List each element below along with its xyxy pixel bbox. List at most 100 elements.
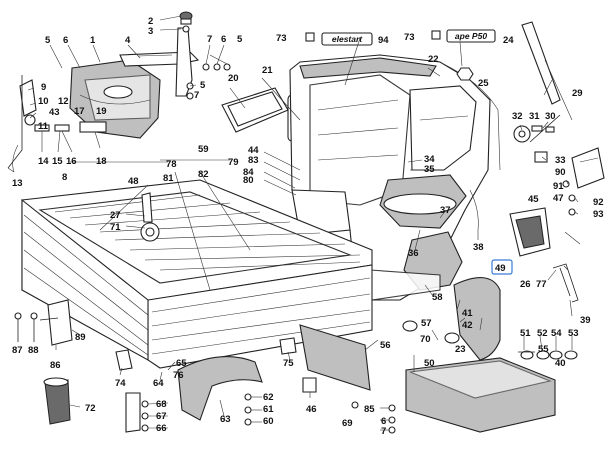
label-61: 61 [263, 404, 274, 415]
label-24: 24 [503, 35, 514, 46]
label-50: 50 [424, 358, 435, 369]
label-44: 44 [248, 145, 259, 156]
nut-25 [456, 67, 474, 81]
label-51: 51 [520, 328, 531, 339]
label-91: 91 [553, 181, 564, 192]
label-27: 27 [110, 210, 121, 221]
wiper-blade [521, 21, 573, 121]
cargo-bed [21, 179, 373, 369]
label-20: 20 [228, 73, 239, 84]
seat-cushion [405, 357, 556, 433]
label-4: 4 [125, 35, 131, 46]
label-74: 74 [115, 378, 126, 389]
label-77: 77 [536, 279, 547, 290]
label-18: 18 [96, 156, 107, 167]
badge-clips [305, 30, 441, 42]
tank-fasteners [186, 63, 231, 100]
elestart-badge-text: elestart [332, 34, 363, 44]
label-5a: 5 [45, 35, 51, 46]
ape-p50-badge-text: ape P50 [455, 31, 487, 41]
label-7b: 7 [194, 90, 199, 101]
label-37: 37 [440, 205, 451, 216]
label-90: 90 [555, 167, 566, 178]
label-32: 32 [512, 111, 523, 122]
mudguard-rear [177, 356, 263, 421]
mounting-bracket-90 [571, 147, 605, 189]
label-16: 16 [66, 156, 77, 167]
label-29: 29 [572, 88, 583, 99]
label-83: 83 [248, 155, 259, 166]
fuel-tank [69, 59, 161, 139]
label-66: 66 [156, 423, 167, 434]
label-82: 82 [198, 169, 209, 180]
bracket-66-68 [125, 392, 149, 433]
label-80: 80 [243, 175, 254, 186]
label-73a: 73 [276, 33, 287, 44]
label-63: 63 [220, 414, 231, 425]
label-7a: 7 [207, 34, 212, 45]
label-5b: 5 [237, 34, 243, 45]
small-fasteners-right [562, 180, 576, 216]
hinge-clip-74 [115, 349, 133, 371]
tail-lamp-housing [509, 207, 551, 257]
label-73b: 73 [404, 32, 415, 43]
label-19: 19 [96, 106, 107, 117]
seat-back [299, 324, 371, 391]
windscreen-seal [434, 59, 501, 231]
label-15: 15 [52, 156, 63, 167]
label-2: 2 [148, 16, 153, 27]
label-21: 21 [262, 65, 273, 76]
label-54: 54 [551, 328, 562, 339]
leader-lines [7, 15, 581, 431]
label-64: 64 [153, 378, 164, 389]
label-49: 49 [495, 263, 506, 274]
label-85: 85 [364, 404, 375, 415]
label-67: 67 [156, 411, 167, 422]
label-33: 33 [555, 155, 566, 166]
label-40: 40 [555, 358, 566, 369]
step-bracket [39, 299, 73, 346]
label-94: 94 [378, 35, 389, 46]
label-9: 9 [41, 82, 46, 93]
label-76: 76 [173, 370, 184, 381]
label-57: 57 [421, 318, 432, 329]
label-39: 39 [580, 315, 591, 326]
label-86: 86 [50, 360, 61, 371]
label-71: 71 [110, 222, 121, 233]
lamp-bulbs [520, 350, 578, 360]
label-14: 14 [38, 156, 49, 167]
elestart-badge: elestart [321, 32, 373, 46]
fuel-tap-assembly [7, 75, 107, 173]
label-26: 26 [520, 279, 531, 290]
label-70: 70 [420, 334, 431, 345]
ape-p50-badge: ape P50 [446, 29, 496, 43]
label-7c: 7 [381, 426, 386, 437]
label-43: 43 [49, 107, 60, 118]
label-69: 69 [342, 418, 353, 429]
label-6a: 6 [63, 35, 68, 46]
label-25: 25 [478, 78, 489, 89]
part-labels: 2 3 73 94 73 24 5 6 1 4 7 6 5 9 10 43 11… [12, 16, 604, 437]
label-68: 68 [156, 399, 167, 410]
label-23: 23 [455, 344, 466, 355]
label-88: 88 [28, 345, 39, 356]
label-58: 58 [432, 292, 443, 303]
label-56: 56 [380, 340, 391, 351]
label-22: 22 [428, 54, 439, 65]
label-52: 52 [537, 328, 548, 339]
label-48: 48 [128, 176, 139, 187]
label-36: 36 [408, 248, 419, 259]
label-6b: 6 [221, 34, 226, 45]
label-93: 93 [593, 209, 604, 220]
label-89: 89 [75, 332, 86, 343]
rear-window [221, 87, 289, 133]
label-13: 13 [12, 178, 23, 189]
support-arm [552, 263, 579, 303]
label-78: 78 [166, 159, 177, 170]
left-bolts [14, 312, 38, 342]
label-8: 8 [62, 172, 67, 183]
label-11: 11 [38, 121, 49, 132]
label-79: 79 [228, 157, 239, 168]
label-31: 31 [529, 111, 540, 122]
